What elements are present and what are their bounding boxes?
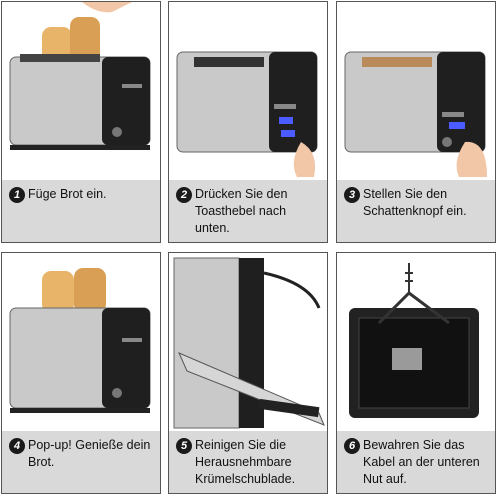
toaster-body — [173, 257, 240, 429]
step-6-photo — [337, 253, 495, 433]
cable — [377, 291, 450, 325]
step-1-photo — [2, 2, 160, 182]
step-4-photo — [2, 253, 160, 433]
step-2-caption: 2 Drücken Sie den Toasthebel nach unten. — [169, 180, 327, 242]
step-instruction: Drücken Sie den Toasthebel nach unten. — [195, 187, 288, 235]
step-4-caption: 4 Pop-up! Genieße dein Brot. — [2, 431, 160, 493]
plug-icon — [405, 263, 413, 293]
indicator-light — [279, 117, 293, 124]
toaster-side — [269, 52, 317, 152]
bread-slice — [74, 268, 106, 313]
step-5-caption: 5 Reinigen Sie die Herausnehmbare Krümel… — [169, 431, 327, 493]
label-plate — [392, 348, 422, 370]
toaster-side — [102, 57, 150, 145]
toaster-side — [437, 52, 485, 152]
cable — [263, 271, 321, 309]
step-panel-4: 4 Pop-up! Genieße dein Brot. — [1, 252, 161, 494]
step-3-photo — [337, 2, 495, 182]
lever — [442, 112, 464, 117]
step-instruction: Pop-up! Genieße dein Brot. — [28, 438, 151, 469]
lever — [122, 338, 142, 342]
step-panel-5: 5 Reinigen Sie die Herausnehmbare Krümel… — [168, 252, 328, 494]
step-instruction: Stellen Sie den Schattenknopf ein. — [363, 187, 467, 218]
lever — [274, 104, 296, 109]
step-number-badge: 3 — [344, 187, 360, 203]
step-number-badge: 4 — [9, 438, 25, 454]
step-instruction: Füge Brot ein. — [28, 187, 107, 201]
step-3-caption: 3 Stellen Sie den Schattenknopf ein. — [337, 180, 495, 242]
step-number-badge: 6 — [344, 438, 360, 454]
shade-knob — [112, 127, 122, 137]
step-panel-3: 3 Stellen Sie den Schattenknopf ein. — [336, 1, 496, 243]
step-6-caption: 6 Bewahren Sie das Kabel an der unteren … — [337, 431, 495, 493]
step-instruction: Bewahren Sie das Kabel an der unteren Nu… — [363, 438, 480, 486]
step-number-badge: 1 — [9, 187, 25, 203]
shade-knob — [112, 388, 122, 398]
step-instruction: Reinigen Sie die Herausnehmbare Krümelsc… — [195, 438, 296, 486]
toaster-side — [102, 308, 150, 408]
step-1-caption: 1 Füge Brot ein. — [2, 180, 160, 242]
step-5-photo — [169, 253, 327, 433]
hand-icon — [293, 142, 316, 177]
shade-knob — [442, 137, 452, 147]
step-number-badge: 2 — [176, 187, 192, 203]
hand-icon — [82, 2, 132, 13]
step-panel-6: 6 Bewahren Sie das Kabel an der unteren … — [336, 252, 496, 494]
hand-icon — [456, 141, 487, 177]
step-panel-2: 2 Drücken Sie den Toasthebel nach unten. — [168, 1, 328, 243]
bread-slice — [70, 17, 100, 65]
indicator-light — [281, 130, 295, 137]
bread-slice — [42, 271, 74, 313]
step-panel-1: 1 Füge Brot ein. — [1, 1, 161, 243]
step-2-photo — [169, 2, 327, 182]
step-number-badge: 5 — [176, 438, 192, 454]
indicator-light — [449, 122, 465, 129]
